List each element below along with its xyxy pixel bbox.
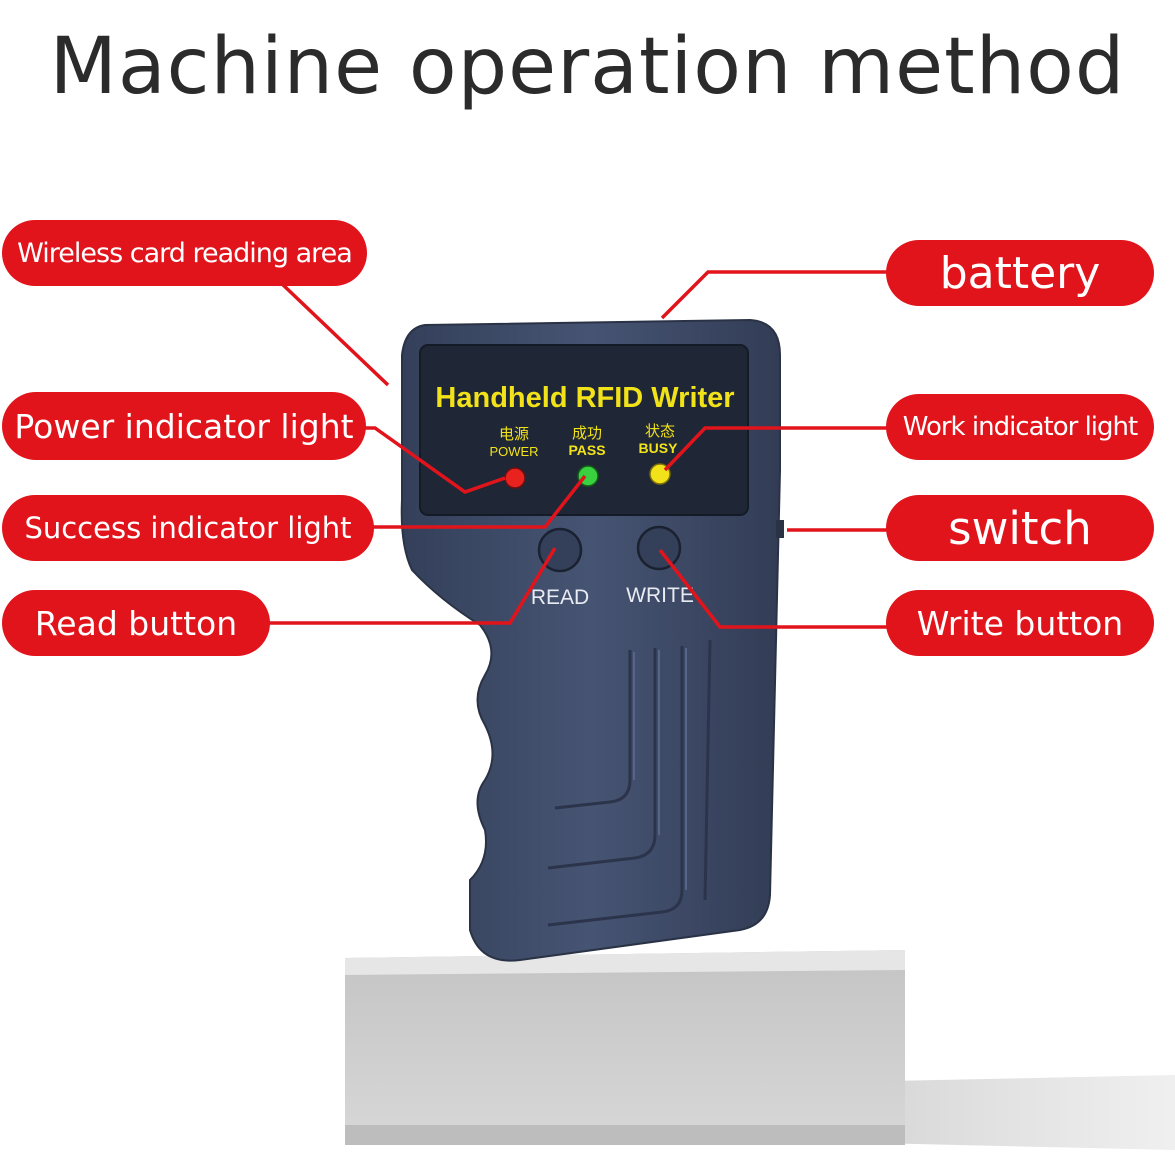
leader-work <box>663 426 888 472</box>
pedestal <box>345 950 905 1145</box>
callout-success-light: Success indicator light <box>2 495 374 561</box>
leader-success <box>372 474 587 529</box>
callout-battery: battery <box>886 240 1154 306</box>
callout-write-button: Write button <box>886 590 1154 656</box>
leader-read <box>268 547 557 625</box>
power-led <box>504 467 526 489</box>
write-button-knob <box>636 525 682 571</box>
write-button-label: WRITE <box>626 584 694 607</box>
rfid-writer-device: Handheld RFID Writer 电源 POWER 成功 PASS 状态… <box>400 318 784 962</box>
pass-cn-label: 成功 <box>572 425 602 442</box>
switch-nub <box>776 520 784 538</box>
callout-read-button: Read button <box>2 590 270 656</box>
pass-en-label: PASS <box>568 442 605 458</box>
callout-work-light: Work indicator light <box>886 394 1154 460</box>
device-label: Handheld RFID Writer <box>435 382 734 414</box>
leader-wireless <box>278 280 390 387</box>
power-en-label: POWER <box>489 444 538 459</box>
callout-switch: switch <box>886 495 1154 561</box>
grip-ridges <box>547 639 712 927</box>
callout-power-light: Power indicator light <box>2 392 366 460</box>
page-title: Machine operation method <box>49 22 1126 112</box>
busy-cn-label: 状态 <box>645 423 675 440</box>
callout-wireless-area: Wireless card reading area <box>2 220 367 286</box>
read-button-label: READ <box>531 586 589 609</box>
leader-write <box>658 548 888 629</box>
leader-battery <box>660 270 888 320</box>
power-cn-label: 电源 <box>499 426 529 443</box>
busy-en-label: BUSY <box>639 440 679 456</box>
